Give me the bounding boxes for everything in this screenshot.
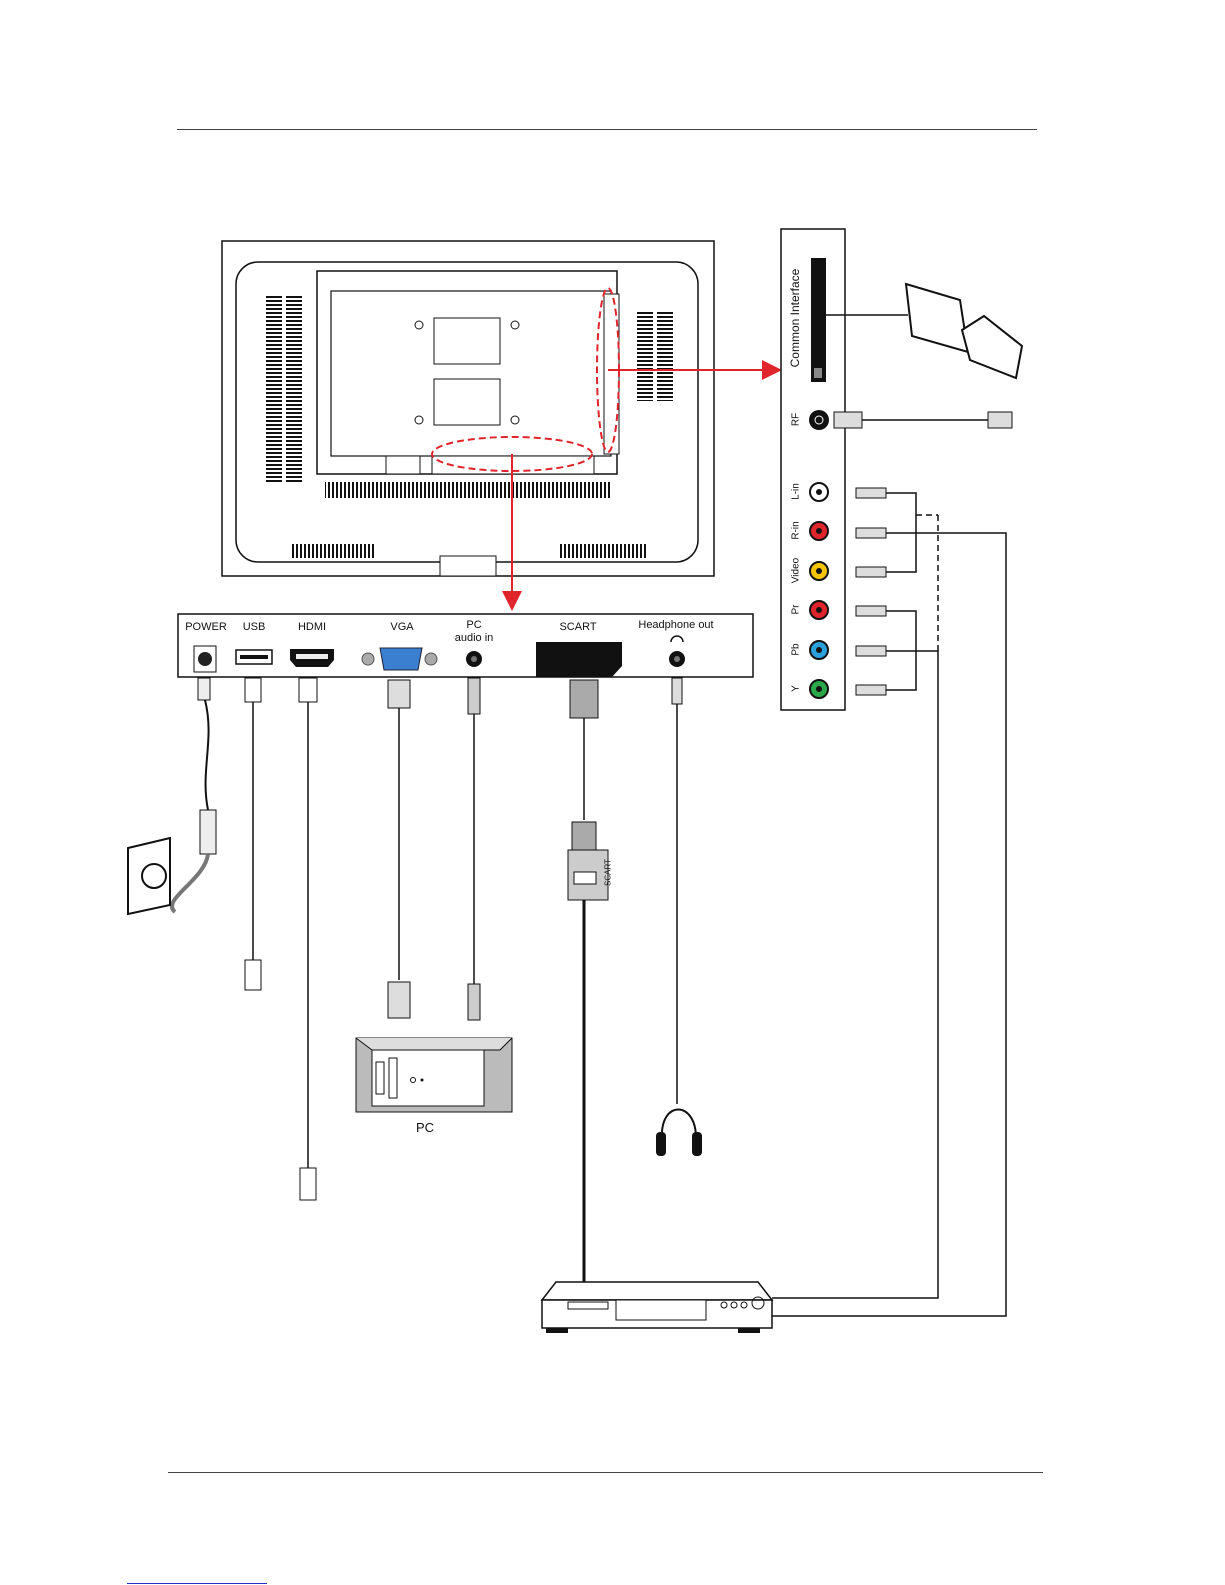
ci-card: [826, 284, 1022, 378]
usb-cable: [245, 678, 261, 990]
rf-cable: [834, 412, 1012, 428]
scart-plug-label: SCART: [604, 853, 613, 893]
pc-label: PC: [416, 1120, 434, 1135]
dvd-player: [542, 1282, 772, 1333]
scart-cable: [568, 680, 608, 1284]
power-label: POWER: [180, 621, 232, 634]
hdmi-cable: [299, 678, 317, 1200]
r-in-label: R-in: [791, 515, 802, 547]
pc-audio-cable: [468, 678, 480, 1020]
hdmi-label: HDMI: [290, 621, 334, 634]
scart-label: SCART: [546, 621, 610, 634]
headphone-cable: [656, 678, 702, 1156]
pc-audio-label: PC audio in: [446, 619, 502, 645]
y-label: Y: [791, 677, 802, 701]
headphone-label: Headphone out: [626, 619, 726, 632]
l-in-label: L-in: [791, 476, 802, 508]
usb-label: USB: [236, 621, 272, 634]
video-label: Video: [791, 551, 802, 591]
common-interface-label: Common Interface: [788, 263, 802, 373]
pc-tower: [356, 1038, 512, 1112]
vga-cable: [388, 680, 410, 1018]
pb-label: Pb: [791, 638, 802, 662]
power-cable: [128, 678, 216, 914]
pr-label: Pr: [791, 598, 802, 622]
vga-label: VGA: [380, 621, 424, 634]
rf-label: RF: [791, 408, 802, 432]
tv-back: [222, 241, 714, 576]
